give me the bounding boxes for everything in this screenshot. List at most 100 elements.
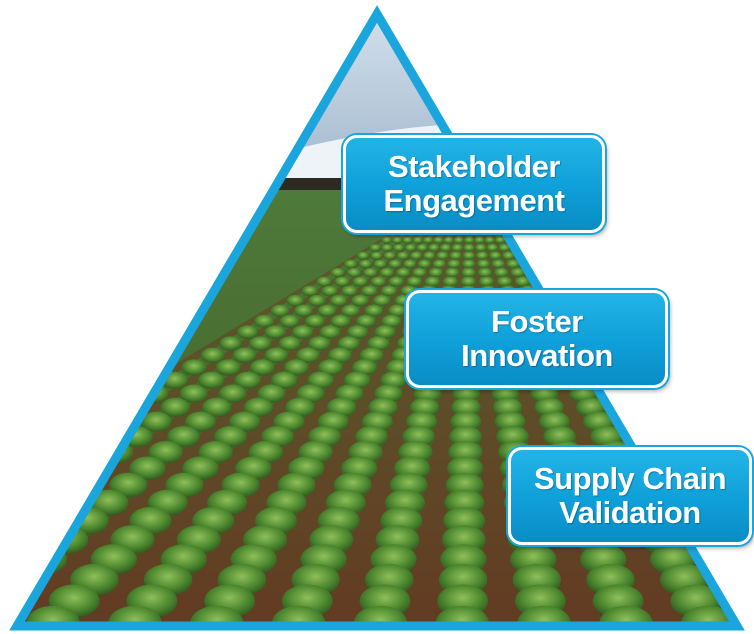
- crop-plant: [198, 371, 225, 389]
- crop-plant: [185, 411, 216, 432]
- crop-plant: [708, 371, 736, 389]
- crop-plant: [316, 276, 332, 287]
- crop-plant: [379, 267, 394, 278]
- crop-plant: [525, 236, 537, 244]
- crop-plant: [17, 584, 22, 618]
- crop-plant: [627, 411, 659, 432]
- crop-plant: [498, 244, 510, 252]
- crop-plant: [343, 259, 358, 269]
- crop-plant: [347, 325, 368, 339]
- crop-plant: [358, 259, 372, 269]
- crop-plant: [271, 371, 298, 389]
- crop-plant: [401, 236, 413, 244]
- crop-plant: [476, 259, 491, 269]
- crop-plant: [494, 267, 509, 278]
- crop-plant: [462, 251, 475, 260]
- crop-plant: [568, 276, 585, 287]
- crop-plant: [545, 244, 557, 252]
- stakeholder-engagement-box: Stakeholder Engagement: [343, 135, 605, 233]
- crop-plant: [200, 347, 225, 363]
- crop-plant: [677, 347, 702, 363]
- crop-plant: [351, 294, 369, 307]
- crop-plant: [521, 244, 534, 252]
- crop-plant: [451, 397, 481, 417]
- crop-plant: [109, 472, 148, 498]
- crop-plant: [243, 397, 274, 417]
- crop-plant: [428, 267, 443, 278]
- crop-plant: [432, 259, 446, 269]
- crop-plant: [494, 236, 506, 244]
- crop-plant: [506, 259, 520, 269]
- crop-plant: [391, 236, 403, 244]
- crop-plant: [412, 267, 427, 278]
- crop-plant: [486, 244, 499, 252]
- crop-plant: [502, 251, 515, 260]
- crop-plant: [427, 244, 440, 252]
- crop-plant: [541, 251, 555, 260]
- crop-plant: [586, 276, 603, 287]
- crop-plant: [396, 251, 409, 260]
- crop-plant: [294, 304, 313, 317]
- crop-plant: [319, 325, 341, 339]
- crop-plant: [452, 384, 481, 403]
- crop-plant: [439, 244, 452, 252]
- crop-plant: [448, 441, 483, 464]
- crop-plant: [733, 563, 737, 596]
- crop-plant: [422, 236, 434, 244]
- crop-plant: [219, 336, 242, 351]
- crop-plant: [533, 244, 545, 252]
- crop-plant: [550, 276, 567, 287]
- crop-plant: [461, 267, 476, 278]
- crop-plant: [181, 359, 207, 376]
- crop-plant: [29, 489, 70, 516]
- crop-plant: [388, 304, 407, 317]
- crop-plant: [686, 384, 714, 403]
- crop-plant: [484, 236, 495, 244]
- crop-plant: [202, 397, 232, 417]
- crop-plant: [140, 411, 172, 432]
- crop-plant: [725, 384, 737, 403]
- crop-plant: [373, 259, 387, 269]
- crop-plant: [292, 325, 313, 339]
- crop-plant: [672, 371, 699, 389]
- crop-plant: [341, 304, 360, 317]
- crop-plant: [330, 267, 345, 278]
- crop-plant: [424, 276, 440, 287]
- crop-plant: [491, 259, 505, 269]
- crop-plant: [160, 397, 190, 417]
- crop-plant: [167, 426, 200, 448]
- crop-plant: [436, 251, 449, 260]
- crop-plant: [352, 276, 368, 287]
- crop-plant: [449, 426, 482, 448]
- crop-plant: [461, 259, 476, 269]
- crop-plant: [451, 244, 464, 252]
- crop-plant: [715, 411, 737, 432]
- crop-plant: [96, 411, 128, 432]
- crop-plant: [473, 236, 485, 244]
- crop-plant: [334, 276, 350, 287]
- crop-plant: [543, 267, 558, 278]
- crop-plant: [237, 325, 259, 339]
- crop-plant: [463, 236, 475, 244]
- crop-plant: [317, 304, 337, 317]
- crop-plant: [412, 236, 423, 244]
- crop-plant: [307, 371, 334, 389]
- crop-plant: [278, 336, 301, 351]
- crop-plant: [684, 426, 717, 448]
- crop-plant: [73, 426, 106, 448]
- crop-plant: [359, 347, 384, 363]
- crop-plant: [370, 276, 386, 287]
- crop-plant: [257, 384, 286, 403]
- crop-plant: [361, 285, 378, 297]
- crop-plant: [308, 336, 331, 351]
- crop-plant: [491, 384, 520, 403]
- crop-plant: [318, 359, 343, 376]
- crop-plant: [617, 397, 647, 417]
- supply-chain-validation-box: Supply Chain Validation: [508, 447, 752, 545]
- crop-plant: [48, 441, 84, 464]
- crop-plant: [328, 347, 352, 363]
- crop-plant: [370, 251, 383, 260]
- crop-plant: [301, 285, 318, 297]
- crop-plant: [296, 347, 320, 363]
- crop-plant: [453, 236, 465, 244]
